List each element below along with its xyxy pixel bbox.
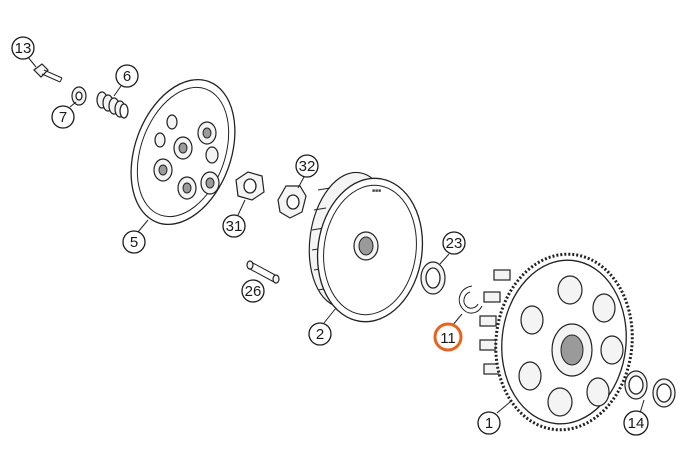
callout-1: 1 — [477, 411, 501, 435]
callout-26: 26 — [241, 279, 265, 303]
pin-part — [246, 260, 280, 284]
pressure-plate-part — [130, 78, 236, 226]
callout-11-label: 11 — [440, 330, 456, 347]
callout-32: 32 — [295, 154, 319, 178]
spring-part — [96, 91, 129, 119]
callout-14-label: 14 — [628, 415, 645, 432]
callout-7-label: 7 — [59, 109, 67, 126]
callout-13: 13 — [11, 36, 35, 60]
callout-5: 5 — [122, 230, 146, 254]
callout-11-highlighted: 11 — [433, 322, 463, 352]
thrust-washer-part — [420, 261, 446, 295]
hex-nut-part — [235, 171, 265, 201]
callout-13-label: 13 — [15, 40, 32, 57]
callout-5-label: 5 — [130, 234, 138, 251]
callout-23-label: 23 — [446, 235, 463, 252]
callout-26-label: 26 — [245, 283, 262, 300]
callout-31: 31 — [222, 214, 246, 238]
callout-32-label: 32 — [299, 158, 316, 175]
svg-text:■■■: ■■■ — [372, 188, 381, 194]
callout-2-label: 2 — [316, 326, 324, 343]
callout-1-label: 1 — [485, 415, 493, 432]
lock-washer-part — [277, 185, 307, 219]
callout-23: 23 — [442, 231, 466, 255]
callout-2: 2 — [308, 322, 332, 346]
callout-6-label: 6 — [123, 68, 131, 85]
primary-gear-part — [479, 252, 634, 432]
callout-31-label: 31 — [226, 218, 243, 235]
circlip-part — [458, 285, 483, 314]
needle-bearing-part — [624, 370, 676, 408]
callout-6: 6 — [115, 64, 139, 88]
callout-14: 14 — [623, 410, 649, 436]
washer-part — [71, 86, 87, 106]
clutch-hub-part: ■■■ — [308, 171, 424, 323]
bolt-part — [33, 63, 63, 83]
callout-7: 7 — [51, 105, 75, 129]
